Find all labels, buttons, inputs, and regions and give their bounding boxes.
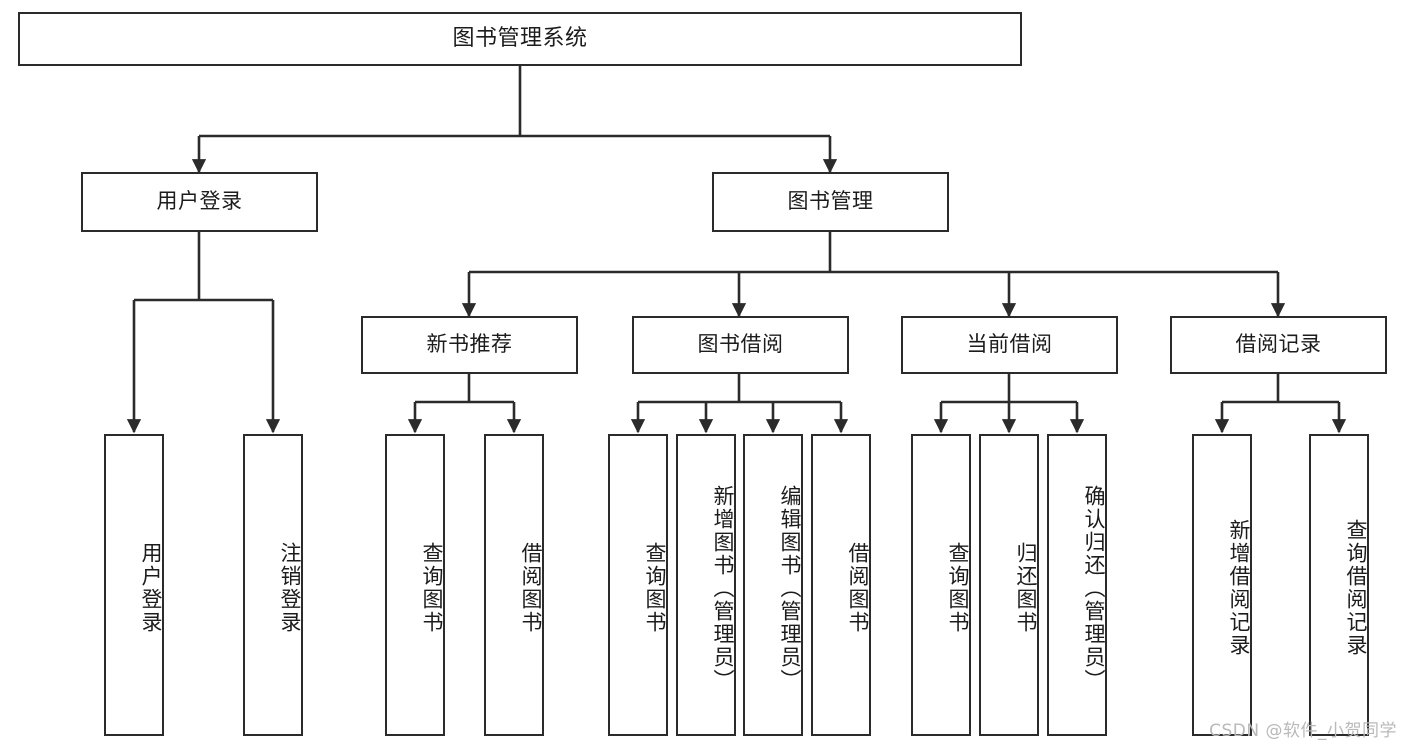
leaf-records-query-record[interactable]: 查询借阅记录 — [1309, 434, 1369, 736]
node-label: 新增借阅记录 — [1227, 519, 1251, 657]
node-label: 当前借阅 — [966, 332, 1053, 357]
node-label: 图书管理 — [787, 189, 874, 214]
leaf-current-confirm-return-admin[interactable]: 确认归还（管理员） — [1047, 434, 1107, 736]
leaf-borrow-add-book-admin[interactable]: 新增图书（管理员） — [676, 434, 736, 736]
node-label: 图书管理系统 — [452, 25, 588, 51]
node-label: 归还图书 — [1014, 542, 1038, 634]
node-root-system[interactable]: 图书管理系统 — [18, 12, 1022, 66]
node-label: 查询图书 — [420, 542, 444, 634]
node-user-login[interactable]: 用户登录 — [81, 172, 318, 232]
node-label: 借阅记录 — [1235, 332, 1322, 357]
node-label: 用户登录 — [156, 189, 243, 214]
node-label: 新书推荐 — [426, 332, 513, 357]
node-label: 图书借阅 — [697, 332, 784, 357]
node-new-book-recommend[interactable]: 新书推荐 — [361, 316, 578, 374]
leaf-user-login-signout[interactable]: 注销登录 — [243, 434, 303, 736]
node-label: 查询图书 — [946, 542, 970, 634]
node-label: 用户登录 — [139, 542, 163, 634]
node-label: 确认归还（管理员） — [1082, 484, 1106, 692]
node-label: 查询图书 — [643, 542, 667, 634]
watermark-text: CSDN @软件_小贺同学 — [1209, 721, 1397, 741]
leaf-borrow-edit-book-admin[interactable]: 编辑图书（管理员） — [743, 434, 803, 736]
node-book-borrow[interactable]: 图书借阅 — [632, 316, 849, 374]
leaf-borrow-query-book[interactable]: 查询图书 — [608, 434, 668, 736]
node-label: 编辑图书（管理员） — [778, 484, 802, 692]
leaf-records-add-record[interactable]: 新增借阅记录 — [1192, 434, 1252, 736]
leaf-new-book-borrow[interactable]: 借阅图书 — [484, 434, 544, 736]
leaf-borrow-borrow-book[interactable]: 借阅图书 — [811, 434, 871, 736]
node-label: 借阅图书 — [846, 542, 870, 634]
node-book-management[interactable]: 图书管理 — [712, 172, 949, 232]
node-label: 借阅图书 — [519, 542, 543, 634]
leaf-current-query-book[interactable]: 查询图书 — [911, 434, 971, 736]
node-label: 注销登录 — [278, 542, 302, 634]
node-current-borrow[interactable]: 当前借阅 — [901, 316, 1118, 374]
node-borrow-records[interactable]: 借阅记录 — [1170, 316, 1387, 374]
node-label: 查询借阅记录 — [1344, 519, 1368, 657]
leaf-new-book-query[interactable]: 查询图书 — [385, 434, 445, 736]
leaf-user-login-signin[interactable]: 用户登录 — [104, 434, 164, 736]
node-label: 新增图书（管理员） — [711, 484, 735, 692]
leaf-current-return-book[interactable]: 归还图书 — [979, 434, 1039, 736]
